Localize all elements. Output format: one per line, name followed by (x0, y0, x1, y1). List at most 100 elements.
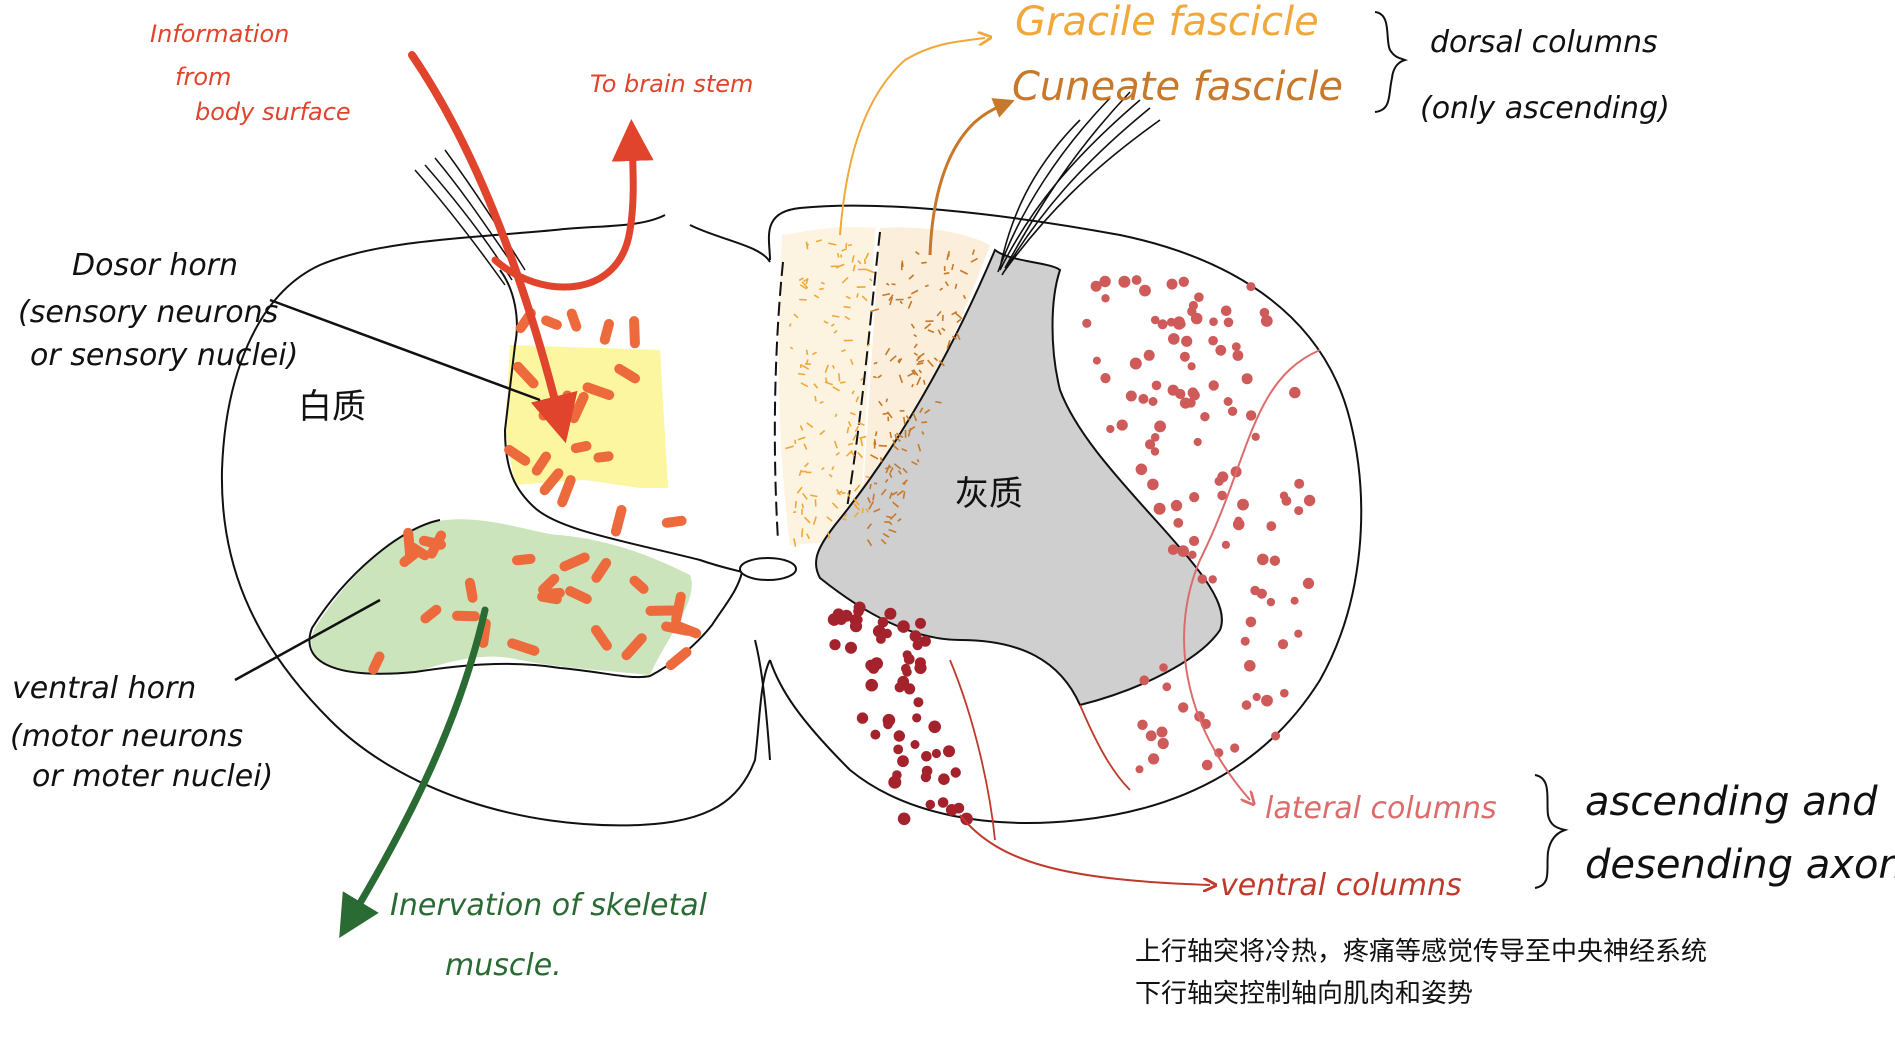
lateral-dot (1277, 639, 1289, 650)
lateral-dot (1150, 315, 1160, 325)
fibre-mark (918, 369, 923, 374)
fibre-mark (897, 470, 902, 475)
lateral-dot (1246, 282, 1256, 292)
lateral-dot (1223, 317, 1234, 328)
fibre-mark (889, 355, 897, 362)
fibre-mark (798, 469, 803, 477)
fibre-mark (917, 359, 925, 363)
lateral-dot (1194, 292, 1204, 303)
lateral-dot (1231, 342, 1241, 351)
note-cn-line-1: 上行轴突将冷热，疼痛等感觉传导至中央神经系统 (1135, 937, 1707, 967)
lateral-dot (1137, 719, 1148, 730)
lateral-dot (1150, 433, 1160, 442)
fibre-mark (841, 263, 845, 267)
fibre-mark (911, 460, 918, 466)
lateral-dot (1147, 478, 1159, 491)
lateral-dot (1271, 731, 1281, 741)
lateral-dot (1145, 439, 1156, 450)
fibre-mark (801, 364, 810, 370)
lateral-dot (1234, 516, 1243, 525)
fibre-mark (838, 373, 841, 382)
lateral-dot (1188, 550, 1197, 559)
fibre-mark (852, 502, 858, 507)
lateral-dot (1294, 629, 1303, 638)
fibre-mark (889, 467, 894, 474)
fibre-mark (933, 357, 938, 362)
neuron-mark (593, 451, 614, 463)
lateral-dot (1156, 726, 1168, 738)
lateral-dot (1092, 356, 1101, 365)
ventral-dot (937, 797, 949, 808)
fibre-mark (823, 320, 829, 325)
asc-desc-label-1: ascending and (1585, 779, 1878, 825)
fibre-mark (892, 501, 900, 508)
ventral-dot (888, 775, 902, 789)
lateral-dot (1245, 410, 1257, 421)
note-cn-line-2: 下行轴突控制轴向肌肉和姿势 (1135, 979, 1473, 1009)
lateral-dot (1240, 636, 1250, 646)
lateral-dot (1261, 694, 1273, 707)
ventral-dot (950, 767, 961, 778)
fibre-mark (835, 451, 840, 456)
fibre-mark (851, 255, 855, 263)
lateral-dot (1220, 305, 1232, 317)
ventral-columns-label: ventral columns (1220, 868, 1462, 903)
fibre-mark (820, 281, 825, 285)
ventral-dot (912, 640, 923, 651)
fibre-mark (916, 376, 922, 386)
neuron-mark (614, 363, 640, 384)
lateral-dot (1189, 535, 1200, 547)
neuron-mark (565, 586, 592, 604)
lateral-dot (1173, 316, 1185, 329)
fibre-mark (882, 532, 890, 538)
ventral-dot (870, 729, 881, 740)
fibre-mark (896, 437, 901, 442)
lateral-dot (1145, 730, 1157, 742)
fibre-mark (836, 490, 843, 495)
fibre-mark (880, 488, 887, 496)
fibre-mark (799, 425, 804, 431)
fibre-mark (888, 520, 893, 526)
fibre-mark (898, 357, 903, 364)
fibre-mark (802, 492, 808, 500)
lateral-dot (1139, 284, 1151, 297)
gracile-fascicle-label: Gracile fascicle (1015, 0, 1319, 45)
fibre-mark (864, 252, 870, 260)
fibre-mark (847, 243, 853, 247)
fibre-mark (873, 361, 878, 365)
fibre-mark (831, 314, 840, 318)
fibre-mark (954, 283, 958, 290)
dorsal-horn-label-2: (sensory neurons (18, 295, 278, 330)
lateral-dot (1178, 702, 1189, 713)
fibre-mark (842, 517, 847, 521)
neuron-mark (512, 361, 539, 389)
lateral-dot (1167, 384, 1179, 396)
fibre-mark (873, 441, 876, 449)
fibre-mark (892, 439, 896, 445)
lateral-dot (1179, 397, 1192, 409)
ventral-dot (919, 635, 931, 647)
fibre-mark (857, 451, 863, 459)
lateral-dot (1223, 397, 1233, 406)
fibre-mark (830, 323, 835, 327)
ventral-dot (931, 748, 942, 759)
ventral-column-dots (827, 601, 973, 826)
neuron-mark (570, 441, 592, 454)
fibre-mark (853, 511, 859, 518)
fibre-mark (885, 398, 889, 403)
fibre-mark (924, 323, 932, 330)
fibre-mark (833, 440, 838, 449)
lateral-dot (1118, 275, 1131, 288)
fibre-mark (852, 264, 856, 272)
fibre-mark (814, 395, 817, 402)
neuron-mark (368, 651, 385, 675)
fibre-mark (839, 381, 846, 384)
lateral-inner-line (1079, 704, 1131, 791)
lateral-dot (1143, 349, 1155, 361)
cuneate-pointer (928, 98, 1015, 256)
lateral-dot (1135, 463, 1148, 476)
fibre-mark (891, 283, 896, 286)
lateral-dot (1245, 616, 1257, 628)
fibre-mark (869, 483, 872, 490)
fibre-mark (902, 467, 908, 474)
